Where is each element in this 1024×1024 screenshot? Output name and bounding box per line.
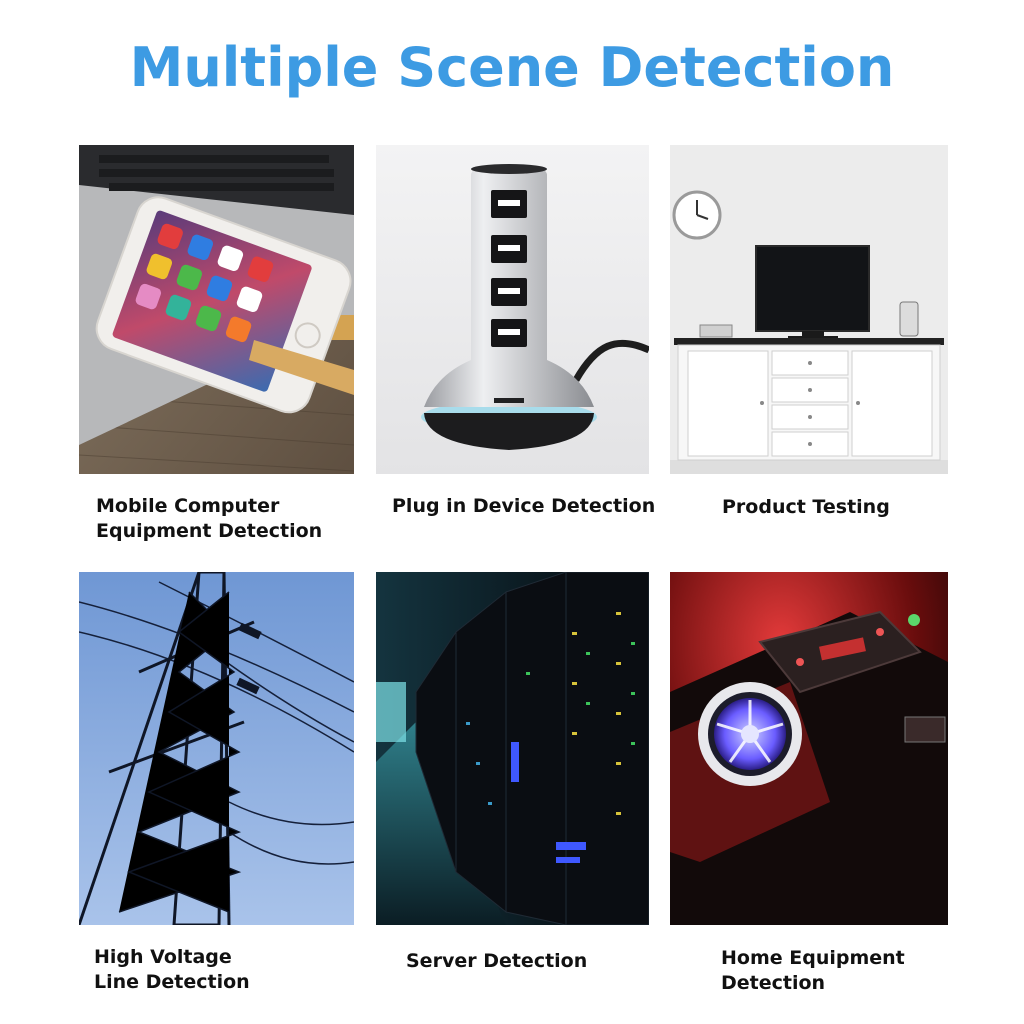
red-lit-device-fan-image xyxy=(670,572,948,925)
scene-image-product-testing xyxy=(670,145,948,474)
scene-image-server xyxy=(376,572,649,925)
scene-label-mobile: Mobile Computer Equipment Detection xyxy=(96,495,323,542)
tv-on-white-cabinet-image xyxy=(670,145,948,474)
server-room-racks-image xyxy=(376,572,649,925)
scene-label-home-equipment: Home Equipment Detection xyxy=(721,947,905,994)
scene-image-plug-in xyxy=(376,145,649,474)
scene-label-high-voltage: High Voltage Line Detection xyxy=(94,946,250,993)
page-title: Multiple Scene Detection xyxy=(129,36,895,99)
usb-charging-tower-image xyxy=(376,145,649,474)
scene-label-plug-in: Plug in Device Detection xyxy=(392,495,656,517)
scene-image-home-equipment xyxy=(670,572,948,925)
scene-image-mobile xyxy=(79,145,354,474)
smartphone-on-laptop-image xyxy=(79,145,354,474)
scene-label-server: Server Detection xyxy=(406,950,588,972)
power-transmission-tower-image xyxy=(79,572,354,925)
scene-image-high-voltage xyxy=(79,572,354,925)
scene-label-product-testing: Product Testing xyxy=(722,496,890,518)
